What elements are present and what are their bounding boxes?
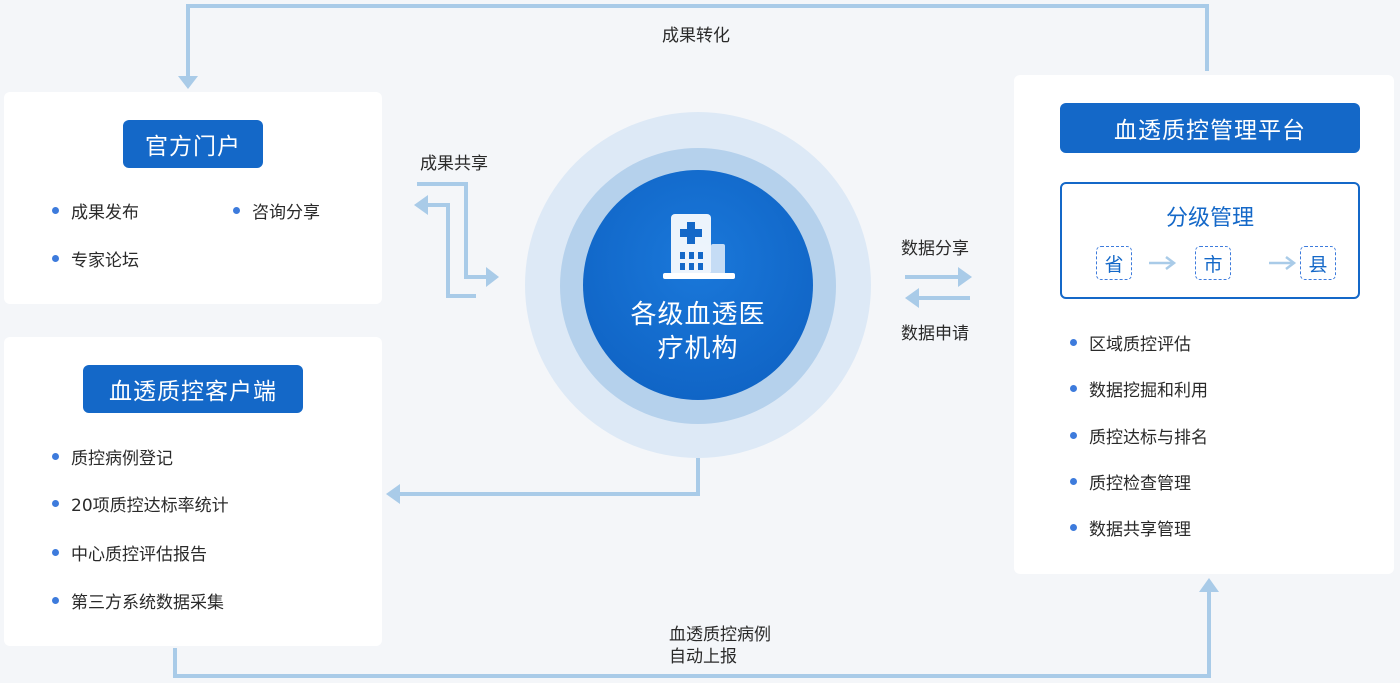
level-county: 县 (1300, 246, 1336, 280)
center-core: 各级血透医 疗机构 (583, 170, 813, 400)
center-label-line1: 各级血透医 (630, 300, 766, 330)
client-item: 质控病例登记 (52, 444, 173, 469)
client-item: 20项质控达标率统计 (52, 491, 229, 516)
flow-label-share: 成果共享 (420, 154, 488, 174)
bullet-dot (52, 500, 59, 507)
client-title: 血透质控客户端 (83, 365, 303, 413)
portal-item: 咨询分享 (233, 198, 320, 223)
grading-title: 分级管理 (1165, 206, 1254, 231)
share-out-arrowhead (486, 267, 499, 287)
client-item: 第三方系统数据采集 (52, 588, 224, 613)
client-item: 中心质控评估报告 (52, 540, 207, 565)
data-share-arrowhead (958, 267, 972, 287)
client-item-label: 质控病例登记 (71, 449, 173, 469)
level-city: 市 (1195, 246, 1231, 280)
portal-item: 专家论坛 (52, 246, 139, 271)
client-item-label: 20项质控达标率统计 (71, 496, 229, 516)
platform-item-label: 质控达标与排名 (1089, 428, 1208, 448)
center-label: 各级血透医 疗机构 (583, 298, 813, 366)
bullet-dot (1070, 432, 1077, 439)
portal-item-label: 咨询分享 (252, 203, 320, 223)
portal-item-label: 专家论坛 (71, 251, 139, 271)
bullet-dot (1070, 339, 1077, 346)
share-out-line (417, 182, 488, 279)
top-loop-line (186, 4, 1209, 78)
data-apply-arrowhead (905, 288, 919, 308)
platform-item-label: 区域质控评估 (1089, 335, 1191, 355)
portal-item-label: 成果发布 (71, 203, 139, 223)
bullet-dot (233, 207, 240, 214)
platform-item: 质控达标与排名 (1070, 423, 1208, 448)
arrow-right-icon (1269, 256, 1297, 270)
platform-item-label: 质控检查管理 (1089, 474, 1191, 494)
platform-title: 血透质控管理平台 (1060, 103, 1360, 153)
bullet-dot (52, 453, 59, 460)
platform-item: 数据挖掘和利用 (1070, 376, 1208, 401)
flow-label-bottom-line2: 自动上报 (669, 647, 737, 667)
flow-label-data-share: 数据分享 (901, 239, 969, 259)
bullet-dot (1070, 524, 1077, 531)
grading-box: 分级管理 省 市 县 (1060, 182, 1360, 299)
top-loop-arrowhead (178, 76, 198, 89)
platform-item: 质控检查管理 (1070, 469, 1191, 494)
bullet-dot (52, 549, 59, 556)
center-to-client-arrowhead (386, 484, 400, 504)
bullet-dot (1070, 385, 1077, 392)
portal-title: 官方门户 (123, 120, 263, 168)
platform-item-label: 数据挖掘和利用 (1089, 381, 1208, 401)
bullet-dot (52, 255, 59, 262)
center-label-line2: 疗机构 (657, 334, 739, 364)
portal-item: 成果发布 (52, 198, 139, 223)
bottom-loop-line (173, 590, 1211, 678)
bullet-dot (52, 207, 59, 214)
platform-card (1014, 75, 1394, 574)
platform-item: 数据共享管理 (1070, 515, 1191, 540)
bottom-loop-arrowhead (1199, 578, 1219, 592)
client-item-label: 中心质控评估报告 (71, 545, 207, 565)
arrow-right-icon (1149, 256, 1177, 270)
client-item-label: 第三方系统数据采集 (71, 593, 224, 613)
bullet-dot (52, 597, 59, 604)
flow-label-top: 成果转化 (662, 26, 730, 46)
share-in-arrowhead (414, 195, 428, 215)
flow-label-data-apply: 数据申请 (901, 324, 969, 344)
share-in-line (426, 203, 476, 298)
hospital-icon (663, 214, 735, 279)
platform-item: 区域质控评估 (1070, 330, 1191, 355)
flow-label-bottom-line1: 血透质控病例 (669, 625, 771, 645)
center-to-client-line (398, 458, 700, 496)
platform-item-label: 数据共享管理 (1089, 520, 1191, 540)
bullet-dot (1070, 478, 1077, 485)
level-province: 省 (1096, 246, 1132, 280)
